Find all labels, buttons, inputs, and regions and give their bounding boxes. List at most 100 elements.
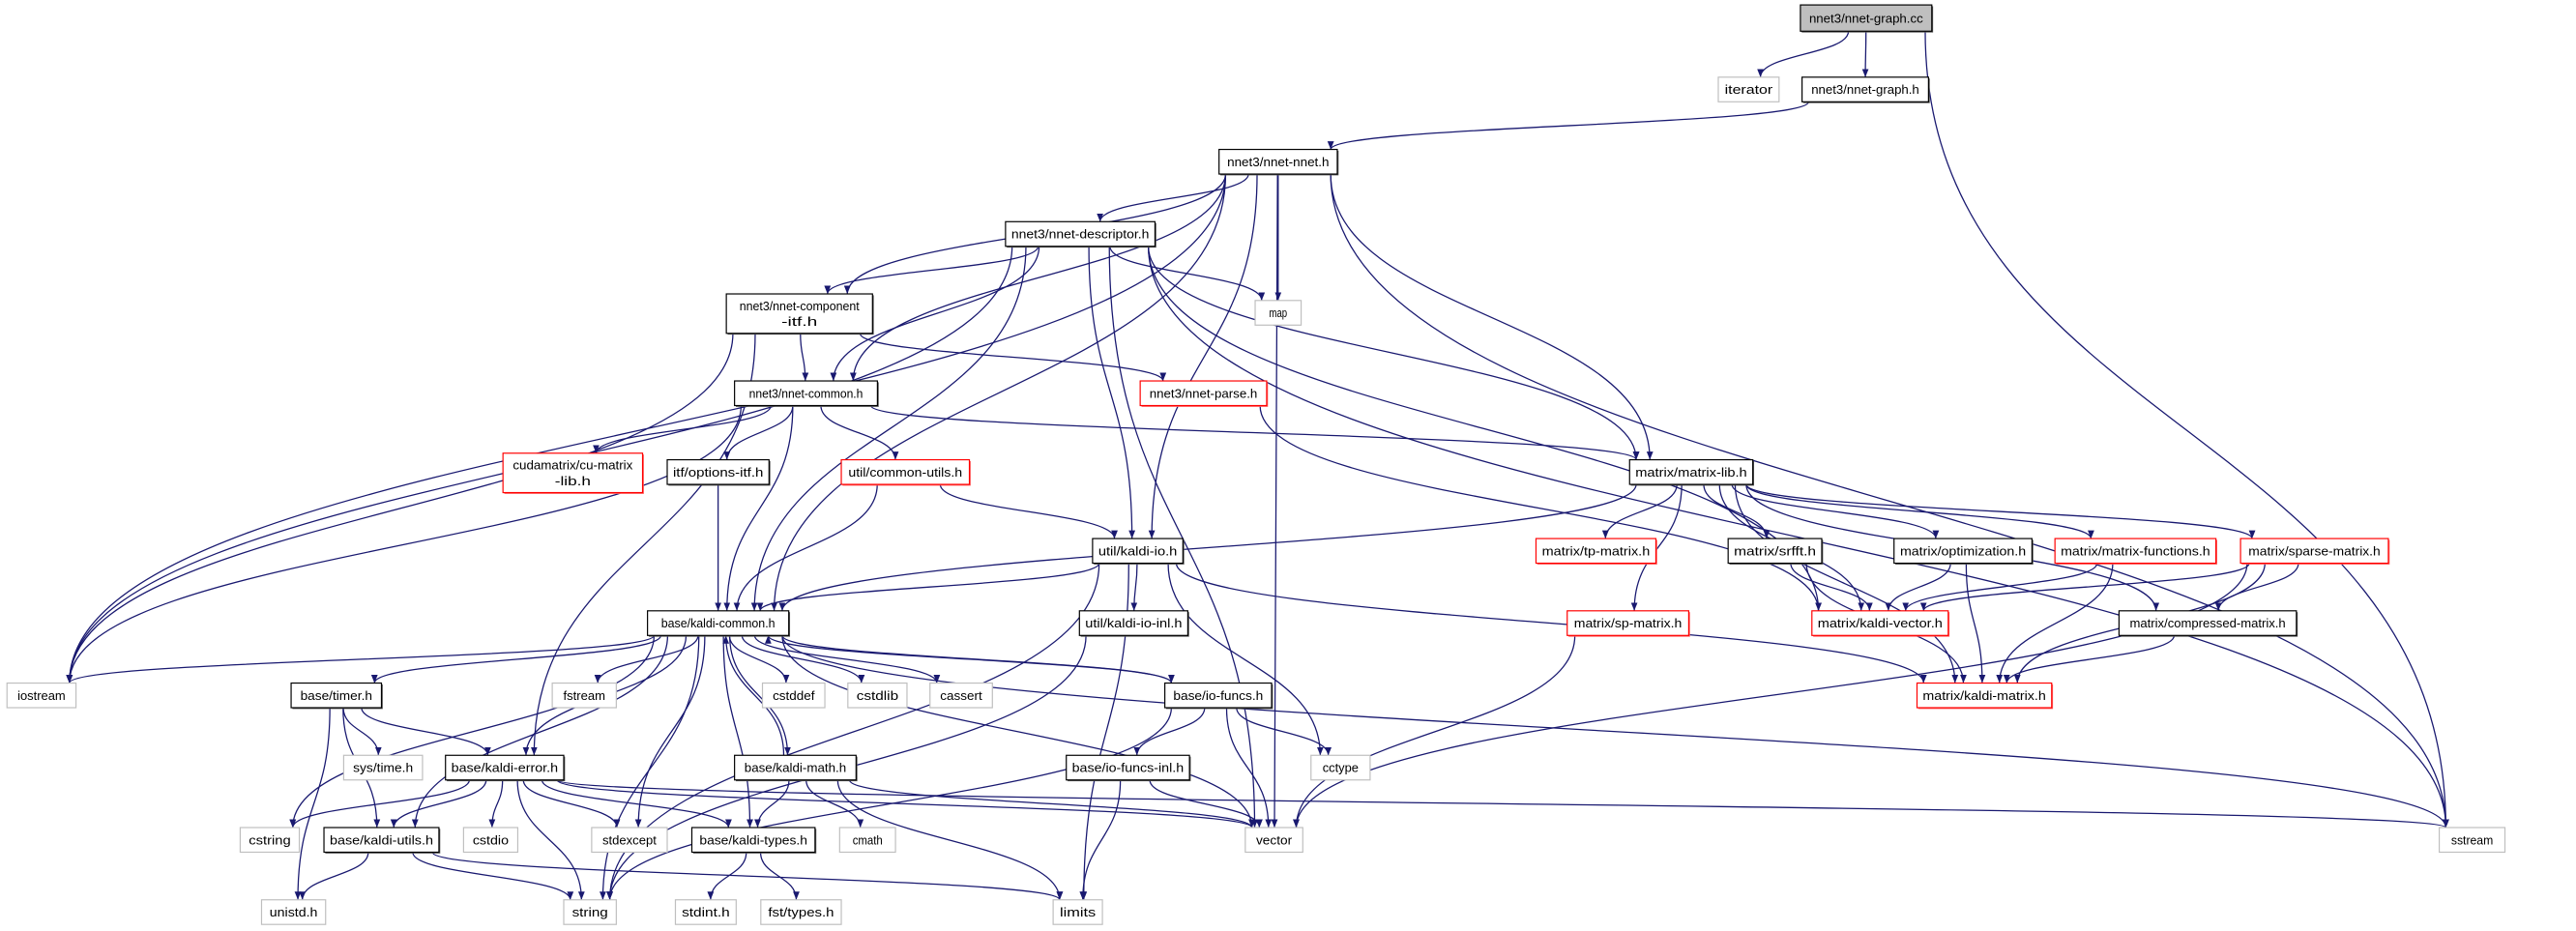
node-root[interactable]: nnet3/nnet-graph.cc: [1800, 4, 1934, 33]
node-tp[interactable]: matrix/tp-matrix.h: [1535, 538, 1657, 565]
node-cutils[interactable]: util/common-utils.h: [840, 458, 971, 486]
node-timer[interactable]: base/timer.h: [290, 682, 383, 710]
edge-mlib-to-mfunc: [1745, 483, 2094, 539]
edge-common-to-kcommon: [723, 405, 794, 611]
edge-srfft-to-kvec: [1790, 563, 1873, 611]
edge-iofuncs-to-kcommon: [765, 634, 1173, 684]
node-label: limits: [1060, 905, 1096, 919]
edge-desc-to-common: [830, 246, 1040, 382]
node-sparse[interactable]: matrix/sparse-matrix.h: [2239, 538, 2390, 565]
edge-kcommon-to-fstream: [594, 635, 699, 684]
node-box: [239, 827, 301, 854]
node-box: [734, 380, 878, 407]
edge-iofinl-to-limits: [1079, 779, 1122, 900]
node-cmat[interactable]: matrix/compressed-matrix.h: [2118, 610, 2298, 637]
node-nnetgraphh[interactable]: nnet3/nnet-graph.h: [1801, 76, 1930, 103]
node-sp[interactable]: matrix/sp-matrix.h: [1566, 610, 1690, 637]
node-box: [2054, 538, 2217, 565]
node-box: [2438, 827, 2506, 854]
edge-kcommon-to-cassert: [753, 635, 941, 684]
edge-sparse-to-vector: [1293, 563, 2248, 829]
node-iterator: iterator: [1717, 76, 1780, 102]
node-mlib[interactable]: matrix/matrix-lib.h: [1628, 458, 1755, 486]
edge-kerror-to-string: [516, 779, 585, 900]
node-string: string: [563, 899, 617, 925]
node-kmat[interactable]: matrix/kaldi-matrix.h: [1916, 682, 2054, 710]
node-label: cassert: [940, 688, 982, 703]
node-kutils[interactable]: base/kaldi-utils.h: [323, 827, 441, 854]
edge-cutils-to-kcommon: [733, 484, 878, 611]
node-opt[interactable]: matrix/optimization.h: [1893, 538, 2034, 565]
edge-desc-to-sstream: [1147, 246, 2449, 829]
node-cstdlib: cstdlib: [847, 682, 908, 709]
node-kvec[interactable]: matrix/kaldi-vector.h: [1811, 610, 1950, 637]
edge-kmath-to-vector: [848, 779, 1255, 829]
node-box: [445, 754, 565, 781]
edge-kerror-to-stdexcept: [522, 779, 621, 829]
node-box: [847, 682, 908, 709]
edge-comp-to-common: [800, 333, 809, 382]
node-kerror[interactable]: base/kaldi-error.h: [445, 754, 566, 782]
node-common[interactable]: nnet3/nnet-common.h: [734, 380, 879, 407]
edge-kio-to-kmat: [1175, 563, 1927, 684]
node-kcommon[interactable]: base/kaldi-common.h: [647, 610, 791, 637]
edge-desc-to-kcommon: [750, 246, 1027, 611]
node-label: nnet3/nnet-component: [740, 299, 860, 313]
node-desc[interactable]: nnet3/nnet-descriptor.h: [1005, 220, 1156, 248]
node-vector: vector: [1244, 827, 1303, 854]
node-mfunc[interactable]: matrix/matrix-functions.h: [2054, 538, 2217, 565]
nodes-layer: nnet3/nnet-graph.cc iterator nnet3/nnet-gr…: [6, 4, 2506, 925]
node-kioinl[interactable]: util/kaldi-io-inl.h: [1078, 610, 1189, 637]
node-label: sstream: [2451, 832, 2493, 847]
node-iostream: iostream: [6, 682, 77, 709]
node-iofinl[interactable]: base/io-funcs-inl.h: [1066, 754, 1191, 782]
node-cu[interactable]: cudamatrix/cu-matrix-lib.h: [502, 452, 644, 494]
edge-kerror-to-sstream: [556, 779, 2449, 829]
edge-kutils-to-limits: [431, 851, 1064, 901]
edge-kmath-to-cmath: [805, 779, 864, 829]
node-comp[interactable]: nnet3/nnet-component-itf.h: [725, 293, 874, 335]
edge-mlib-to-opt: [1731, 483, 1940, 539]
node-box: [1005, 220, 1156, 247]
edge-kcommon-to-cstdlib: [741, 635, 865, 684]
node-box: [1916, 682, 2053, 709]
edge-sp-to-vector: [1293, 635, 1576, 829]
node-box: [1164, 682, 1273, 709]
node-label: cstddef: [773, 688, 815, 703]
node-label: stdexcept: [602, 832, 657, 847]
node-box: [1310, 754, 1371, 781]
node-label: cmath: [853, 832, 883, 847]
edge-opt-to-kvec: [1885, 563, 1951, 611]
node-label: string: [572, 905, 608, 919]
node-fsttypes: fst/types.h: [760, 899, 842, 925]
node-label: util/kaldi-io-inl.h: [1085, 616, 1182, 630]
node-nnet[interactable]: nnet3/nnet-nnet.h: [1218, 148, 1339, 176]
node-kmath[interactable]: base/kaldi-math.h: [734, 754, 858, 782]
node-srfft[interactable]: matrix/srfft.h: [1727, 538, 1824, 565]
edge-kerror-to-vector: [556, 779, 1255, 829]
node-sstream: sstream: [2438, 827, 2506, 854]
edge-kcommon-to-timer: [370, 635, 662, 684]
edge-nnet-to-common: [849, 174, 1227, 382]
edge-nnet-to-desc: [1097, 173, 1249, 222]
edge-nnetgraphh-to-nnet: [1327, 101, 1810, 151]
node-ktypes[interactable]: base/kaldi-types.h: [690, 827, 817, 854]
node-box: [1535, 538, 1657, 565]
node-opts[interactable]: itf/options-itf.h: [666, 458, 771, 486]
edge-cmat-to-kmat: [2003, 635, 2176, 684]
node-label: map: [1270, 305, 1288, 320]
node-cmath: cmath: [838, 827, 896, 854]
node-kio[interactable]: util/kaldi-io.h: [1092, 538, 1185, 565]
node-label: matrix/matrix-functions.h: [2061, 543, 2210, 558]
node-iofuncs[interactable]: base/io-funcs.h: [1164, 682, 1273, 710]
edge-cutils-to-kio: [939, 483, 1118, 539]
node-label: cstring: [249, 832, 290, 847]
node-label: base/timer.h: [301, 688, 372, 703]
edge-common-to-mlib: [869, 404, 1640, 461]
node-limits: limits: [1052, 899, 1103, 925]
node-parse[interactable]: nnet3/nnet-parse.h: [1139, 380, 1269, 407]
edge-kerror-to-cstring: [289, 779, 471, 829]
node-label: base/kaldi-utils.h: [330, 832, 433, 847]
node-stdexcept: stdexcept: [591, 827, 668, 854]
edge-nnet-to-mlib: [1330, 174, 1654, 460]
